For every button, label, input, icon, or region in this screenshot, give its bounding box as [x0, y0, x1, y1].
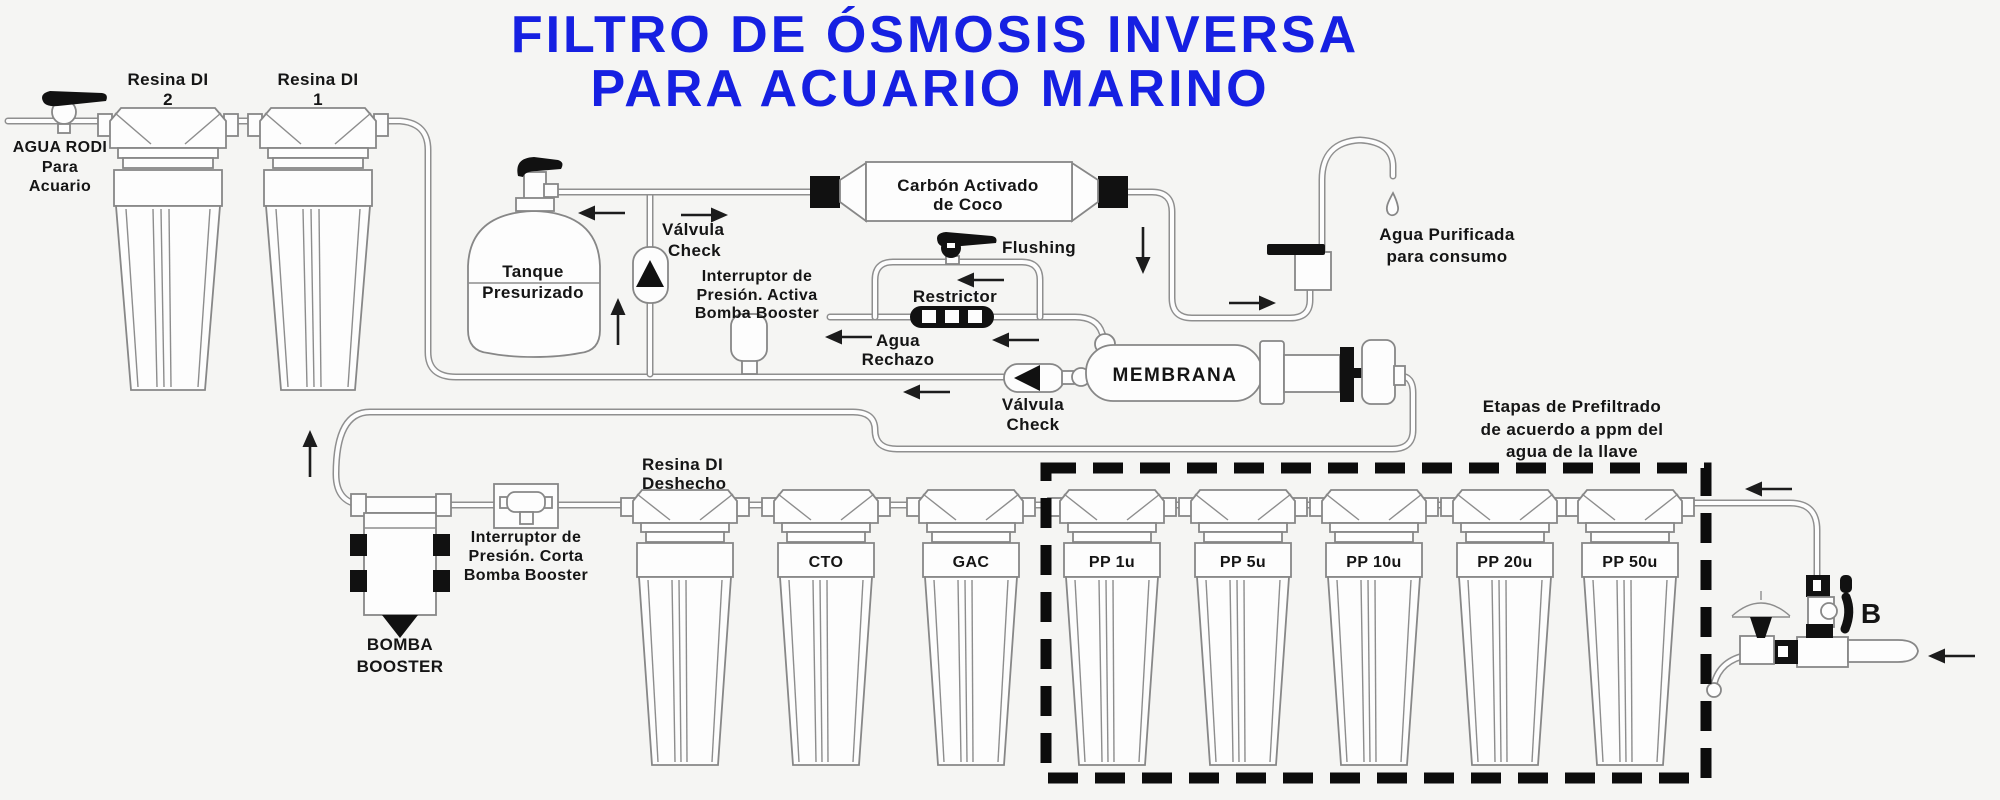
- b-valve-icon: [1806, 575, 1854, 638]
- di-resin-2-canister: [97, 107, 239, 391]
- flow-arrow-up-booster-loop-icon: [301, 428, 319, 479]
- pressurized-tank: [467, 157, 601, 358]
- flushing-valve-icon: [937, 232, 997, 265]
- psw-high-label-line3: Bomba Booster: [695, 305, 819, 322]
- flow-arrow-left-to-tank-icon: [576, 204, 627, 222]
- di1-label-line1: Resina DI: [277, 70, 358, 89]
- tank-valve-icon: [517, 157, 563, 177]
- pp50-canister: [1565, 489, 1695, 766]
- di-resin-1-canister: [247, 107, 389, 391]
- di-waste-canister: [620, 489, 750, 766]
- inlet-faucet-icon: [42, 91, 107, 134]
- booster-label-line2: BOOSTER: [357, 657, 444, 676]
- pp20-canister: [1440, 489, 1570, 766]
- carbon-label-line2: de Coco: [933, 195, 1003, 214]
- restrictor-icon: [910, 306, 994, 328]
- tap-outlet-pipe: [1847, 639, 1919, 663]
- psw-low-label-line3: Bomba Booster: [464, 567, 588, 584]
- prefilter-stages-box: [1040, 462, 1712, 784]
- droplet-icon: [1385, 191, 1399, 217]
- source-label-line3: Acuario: [29, 178, 91, 195]
- pp1-label: PP 1u: [1089, 554, 1135, 571]
- diagram-title-line1: FILTRO DE ÓSMOSIS INVERSA: [511, 6, 1359, 64]
- pp10-canister: [1309, 489, 1439, 766]
- pp50-label: PP 50u: [1602, 554, 1657, 571]
- di-waste-label-line2: Deshecho: [642, 474, 726, 493]
- flow-arrow-down-faucet-line-icon: [1134, 225, 1152, 276]
- membrane-label: MEMBRANA: [1113, 365, 1238, 386]
- check-valve-tank-label-line1: Válvula: [662, 220, 724, 239]
- flow-arrow-right-faucet-icon: [1227, 294, 1278, 312]
- check-valve-membrane-label-line2: Check: [1006, 415, 1059, 434]
- booster-label-line1: BOMBA: [367, 635, 433, 654]
- cto-canister: [761, 489, 891, 766]
- source-label-line1: AGUA RODI: [13, 139, 108, 156]
- di-waste-label-line1: Resina DI: [642, 455, 723, 474]
- flow-arrow-left-pp50-in-icon: [1743, 480, 1794, 498]
- drinking-faucet-icon: [1267, 191, 1399, 291]
- pp20-label: PP 20u: [1477, 554, 1532, 571]
- tap-assembly: [1706, 575, 1919, 698]
- flow-arrow-left-tap-inlet-icon: [1926, 647, 1977, 665]
- pressure-switch-high-icon: [730, 313, 768, 375]
- prefilter-box-label-line3: agua de la llave: [1506, 442, 1638, 461]
- tank-label-line2: Presurizado: [482, 283, 584, 302]
- check-valve-tank-icon: [632, 246, 669, 304]
- tank-valve-body: [523, 171, 547, 201]
- pp5-label: PP 5u: [1220, 554, 1266, 571]
- reject-label-line1: Agua: [876, 331, 920, 350]
- psw-low-label-line1: Interruptor de: [471, 529, 582, 546]
- flow-arrow-left-concentrate-icon: [990, 331, 1041, 349]
- di1-label-line2: 1: [313, 90, 323, 109]
- prefilter-box-label-line1: Etapas de Prefiltrado: [1483, 397, 1661, 416]
- tap-handle-icon: [1731, 591, 1791, 618]
- restrictor-label: Restrictor: [913, 287, 997, 306]
- check-valve-membrane-icon: [1003, 363, 1091, 393]
- flushing-label: Flushing: [1002, 238, 1076, 257]
- flow-arrow-up-check-valve-icon: [609, 296, 627, 347]
- pp5-canister: [1178, 489, 1308, 766]
- labels: FILTRO DE ÓSMOSIS INVERSA PARA ACUARIO M…: [13, 6, 1881, 676]
- psw-high-label-line2: Presión. Activa: [696, 287, 817, 304]
- flow-arrow-left-reject-icon: [823, 328, 874, 346]
- reject-label-line2: Rechazo: [862, 350, 935, 369]
- flow-arrow-left-flush-loop-icon: [955, 271, 1006, 289]
- pp10-label: PP 10u: [1346, 554, 1401, 571]
- psw-low-label-line2: Presión. Corta: [469, 548, 584, 565]
- membrane-housing: [1085, 333, 1406, 405]
- psw-high-label-line1: Interruptor de: [702, 268, 813, 285]
- b-valve-label: B: [1861, 598, 1881, 629]
- carbon-label-line1: Carbón Activado: [897, 176, 1038, 195]
- booster-pump: [350, 493, 452, 638]
- check-valve-membrane-label-line1: Válvula: [1002, 395, 1064, 414]
- pressure-switch-low-icon: [493, 483, 559, 529]
- di2-label-line2: 2: [163, 90, 173, 109]
- carbon-inline-filter: [810, 161, 1128, 223]
- cto-label: CTO: [809, 554, 844, 571]
- prefilter-box-label-line2: de acuerdo a ppm del: [1481, 420, 1664, 439]
- pp1-canister: [1047, 489, 1177, 766]
- gac-canister: [906, 489, 1036, 766]
- flow-arrow-left-permeate-icon: [901, 383, 952, 401]
- di2-label-line1: Resina DI: [127, 70, 208, 89]
- tank-label-line1: Tanque: [502, 262, 564, 281]
- purified-label-line2: para consumo: [1387, 247, 1508, 266]
- check-valve-tank-label-line2: Check: [668, 241, 721, 260]
- source-label-line2: Para: [42, 159, 78, 176]
- diagram-title-line2: PARA ACUARIO MARINO: [590, 60, 1269, 118]
- purified-label-line1: Agua Purificada: [1379, 225, 1515, 244]
- gac-label: GAC: [953, 554, 990, 571]
